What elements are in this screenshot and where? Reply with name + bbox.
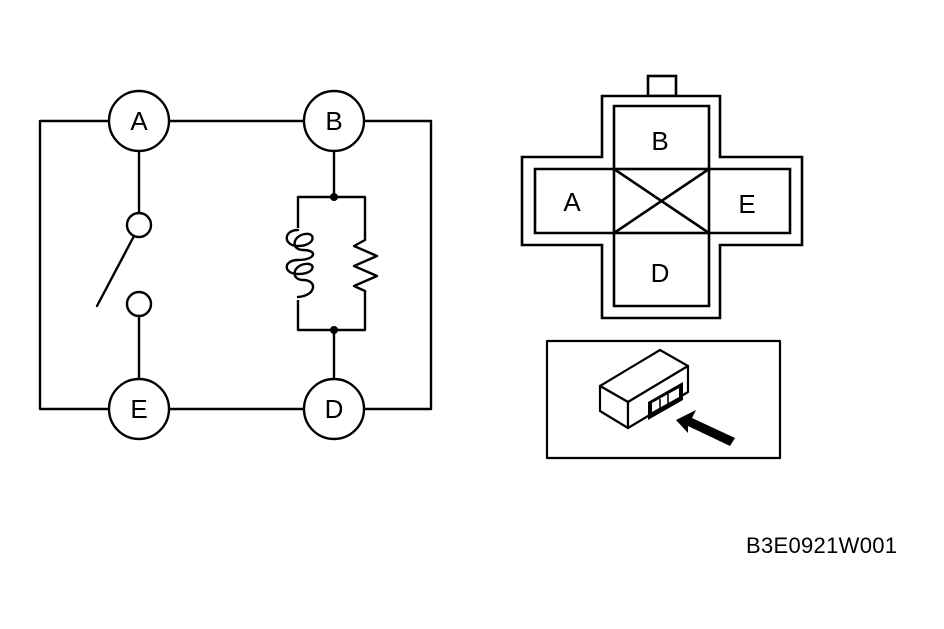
pin-b-label: B bbox=[651, 126, 668, 156]
junction-bottom bbox=[330, 326, 338, 334]
arrow-icon bbox=[676, 410, 735, 446]
terminal-a: A bbox=[107, 89, 171, 153]
pin-a-label: A bbox=[563, 187, 581, 217]
relay-schematic: A B E D bbox=[38, 89, 433, 441]
relay-module-inset bbox=[545, 339, 782, 460]
connector-center-square bbox=[612, 167, 711, 235]
terminal-e-label: E bbox=[130, 394, 147, 424]
terminal-d: D bbox=[302, 377, 366, 441]
connector-cross-2 bbox=[613, 167, 710, 235]
inset-frame bbox=[545, 339, 782, 460]
connector-face: B A E D bbox=[520, 74, 804, 320]
pin-d-label: D bbox=[651, 258, 670, 288]
wire-left bbox=[38, 119, 110, 411]
relay-module-icon bbox=[598, 348, 690, 430]
junction-top bbox=[330, 193, 338, 201]
terminal-b-label: B bbox=[325, 106, 342, 136]
connector-key-tab bbox=[646, 74, 678, 98]
terminal-d-label: D bbox=[325, 394, 344, 424]
wire-right bbox=[362, 119, 433, 411]
connector-outline-outer bbox=[520, 94, 804, 320]
coil-icon bbox=[285, 228, 315, 300]
switch-icon bbox=[95, 150, 153, 381]
resistor-icon bbox=[352, 238, 379, 293]
pin-e-label: E bbox=[738, 189, 755, 219]
terminal-e: E bbox=[107, 377, 171, 441]
terminal-a-label: A bbox=[130, 106, 148, 136]
terminal-b: B bbox=[302, 89, 366, 153]
figure-code: B3E0921W001 bbox=[746, 533, 898, 558]
